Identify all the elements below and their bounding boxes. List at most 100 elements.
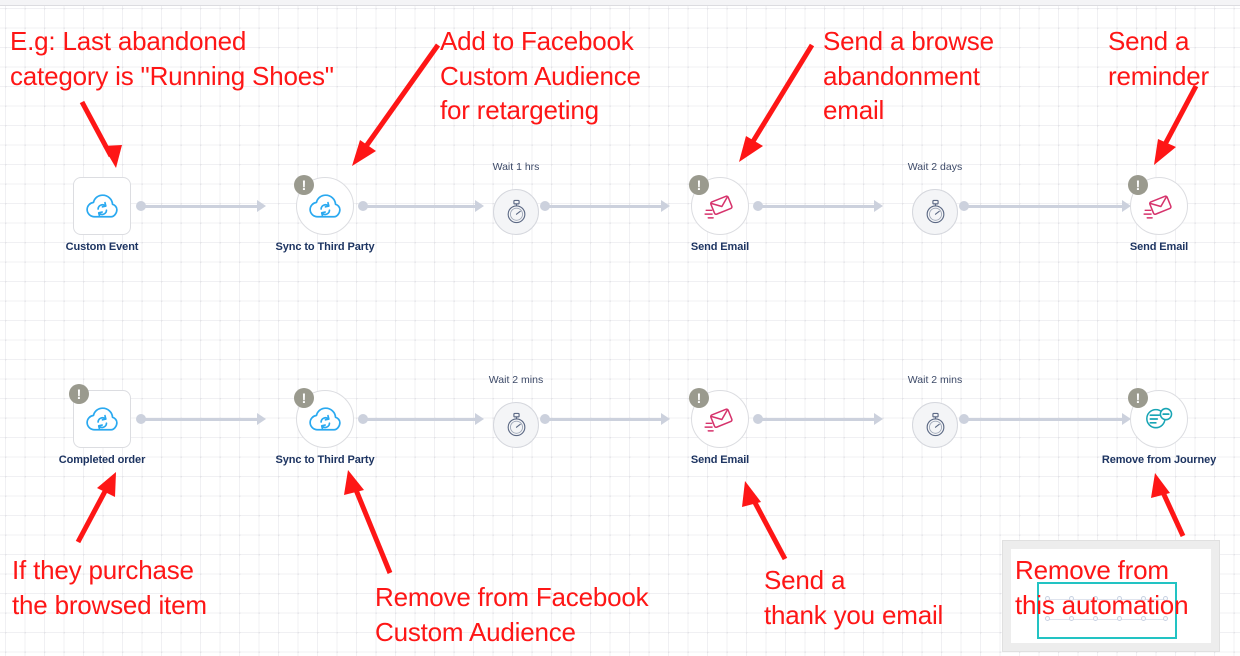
stopwatch-icon <box>505 199 528 226</box>
connector-line <box>759 205 876 208</box>
node-label: Custom Event <box>65 241 139 253</box>
node-send-email[interactable]: ! Send Email <box>1128 175 1188 253</box>
wait-label: Wait 2 days <box>907 161 963 173</box>
connector-dot <box>540 414 550 424</box>
connector-arrowhead <box>874 413 883 425</box>
warning-badge-icon[interactable]: ! <box>1128 175 1148 195</box>
connector[interactable] <box>358 199 484 213</box>
warning-badge-icon[interactable]: ! <box>1128 388 1148 408</box>
connector-line <box>546 205 663 208</box>
minimap-node <box>1117 616 1122 621</box>
annotation-arrow <box>78 98 128 173</box>
warning-badge-icon[interactable]: ! <box>689 175 709 195</box>
minimap-viewport-handle[interactable] <box>1037 582 1177 639</box>
node-label: Sync to Third Party <box>275 241 375 253</box>
node-send-email[interactable]: ! Send Email <box>689 388 749 466</box>
node-wait[interactable]: Wait 1 hrs <box>487 161 545 241</box>
node-completed-order[interactable]: ! Completed order <box>59 384 145 466</box>
connector[interactable] <box>540 412 670 426</box>
canvas-minimap[interactable] <box>1002 540 1220 652</box>
connector-arrowhead <box>1122 413 1131 425</box>
node-send-email[interactable]: ! Send Email <box>689 175 749 253</box>
node-shape <box>493 189 539 235</box>
annotation-arrow <box>1140 82 1210 172</box>
send-email-icon <box>704 192 736 221</box>
node-wait[interactable]: Wait 2 mins <box>906 374 964 454</box>
node-shape <box>493 402 539 448</box>
connector-arrowhead <box>661 413 670 425</box>
node-wait[interactable]: Wait 2 mins <box>487 374 545 454</box>
minimap-node <box>1093 596 1098 601</box>
minimap-node <box>1069 596 1074 601</box>
node-shape <box>1130 177 1188 235</box>
wait-label: Wait 2 mins <box>907 374 963 386</box>
connector[interactable] <box>136 412 266 426</box>
minimap-node <box>1141 596 1146 601</box>
connector-line <box>142 418 259 421</box>
minimap-node <box>1069 616 1074 621</box>
connector-arrowhead <box>874 200 883 212</box>
node-sync-to-third-party[interactable]: ! Sync to Third Party <box>276 388 375 466</box>
minimap-node <box>1117 596 1122 601</box>
warning-badge-icon[interactable]: ! <box>69 384 89 404</box>
node-sync-to-third-party[interactable]: ! Sync to Third Party <box>276 175 375 253</box>
annotation-thank-you: Send a thank you email <box>764 565 944 630</box>
connector-line <box>364 418 477 421</box>
connector-line <box>965 205 1124 208</box>
connector[interactable] <box>959 412 1131 426</box>
remove-from-journey-icon <box>1143 405 1175 433</box>
node-shape <box>912 189 958 235</box>
connector-dot <box>753 201 763 211</box>
annotation-browse-email: Send a browse abandonment email <box>823 26 994 126</box>
warning-badge-icon[interactable]: ! <box>294 175 314 195</box>
annotation-reminder: Send a reminder <box>1108 26 1209 91</box>
connector[interactable] <box>753 199 883 213</box>
minimap-node <box>1045 616 1050 621</box>
node-label: Send Email <box>690 454 750 466</box>
annotation-arrow <box>332 465 398 580</box>
annotation-arrow <box>722 40 822 165</box>
annotation-arrow <box>1145 470 1195 542</box>
annotation-sync-add: Add to Facebook Custom Audience for reta… <box>440 26 641 126</box>
connector-arrowhead <box>257 413 266 425</box>
connector-dot <box>358 414 368 424</box>
connector-line <box>546 418 663 421</box>
connector[interactable] <box>358 412 484 426</box>
stopwatch-icon <box>924 199 947 226</box>
node-remove-from-journey[interactable]: ! Remove from Journey <box>1102 388 1216 466</box>
node-label: Remove from Journey <box>1101 454 1217 466</box>
connector-dot <box>753 414 763 424</box>
annotation-purchase: If they purchase the browsed item <box>12 555 207 620</box>
connector[interactable] <box>540 199 670 213</box>
annotation-custom-event: E.g: Last abandoned category is "Running… <box>10 26 334 91</box>
wait-label: Wait 1 hrs <box>492 161 540 173</box>
node-label: Completed order <box>58 454 146 466</box>
connector-dot <box>358 201 368 211</box>
annotation-sync-remove: Remove from Facebook Custom Audience <box>375 582 649 647</box>
node-shape <box>73 177 131 235</box>
connector-dot <box>959 201 969 211</box>
cloud-sync-icon <box>85 193 119 220</box>
connector[interactable] <box>136 199 266 213</box>
node-custom-event[interactable]: Custom Event <box>66 177 138 253</box>
connector-dot <box>540 201 550 211</box>
connector[interactable] <box>959 199 1131 213</box>
connector[interactable] <box>753 412 883 426</box>
warning-badge-icon[interactable]: ! <box>294 388 314 408</box>
connector-line <box>965 418 1124 421</box>
node-label: Sync to Third Party <box>275 454 375 466</box>
annotation-arrow <box>68 470 128 548</box>
minimap-node <box>1163 616 1168 621</box>
connector-arrowhead <box>257 200 266 212</box>
annotation-arrow <box>330 40 445 170</box>
node-wait[interactable]: Wait 2 days <box>906 161 964 241</box>
annotation-arrow <box>735 475 795 565</box>
cloud-sync-icon <box>308 406 342 433</box>
connector-line <box>759 418 876 421</box>
connector-arrowhead <box>475 200 484 212</box>
warning-badge-icon[interactable]: ! <box>689 388 709 408</box>
connector-line <box>364 205 477 208</box>
connector-arrowhead <box>475 413 484 425</box>
node-shape <box>912 402 958 448</box>
